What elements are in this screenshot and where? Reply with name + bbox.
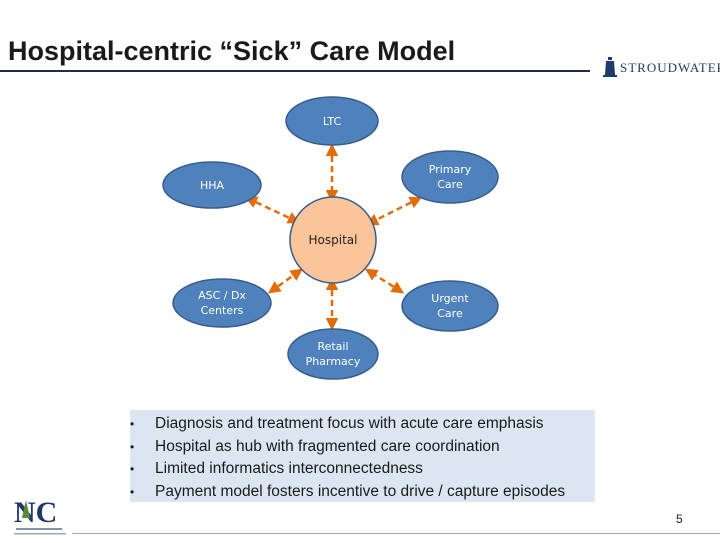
node-retail-pharmacy (287, 328, 379, 380)
node-label-primary-care: Primary Care (428, 163, 472, 191)
node-hha (162, 161, 262, 209)
arrow-hospital-asc (267, 268, 304, 294)
bullet-dot: • (130, 484, 135, 499)
bullet-dot: • (130, 417, 135, 431)
key-points-list: • Diagnosis and treatment focus with acu… (130, 410, 595, 503)
nc-organization-logo: NC (12, 492, 72, 538)
key-points-box: • Diagnosis and treatment focus with acu… (130, 410, 595, 502)
node-label-hospital: Hospital (308, 232, 358, 247)
arrow-hospital-primary-care (365, 196, 423, 226)
bullet-text: Payment model fosters incentive to drive… (155, 482, 566, 500)
bullet-text: Limited informatics interconnectedness (155, 460, 423, 477)
node-label-asc: ASC / Dx Centers (198, 289, 246, 317)
list-item: • Payment model fosters incentive to dri… (130, 481, 595, 504)
bullet-text: Diagnosis and treatment focus with acute… (155, 415, 544, 432)
footer-divider (72, 533, 720, 534)
list-item: • Hospital as hub with fragmented care c… (130, 436, 595, 459)
logo-wordmark: STROUDWATER (620, 60, 720, 75)
node-primary-care (401, 150, 499, 204)
node-asc (172, 278, 272, 328)
node-label-ltc: LTC (322, 114, 342, 128)
list-item: • Diagnosis and treatment focus with acu… (130, 413, 595, 436)
svg-text:NC: NC (14, 496, 57, 529)
slide-title: Hospital-centric “Sick” Care Model (8, 36, 456, 66)
stroudwater-logo: STROUDWATER (600, 56, 720, 80)
node-label-retail-pharmacy: Retail Pharmacy (305, 340, 361, 368)
bullet-text: Hospital as hub with fragmented care coo… (155, 437, 500, 455)
arrow-hospital-hha (244, 196, 301, 224)
node-ltc (285, 96, 379, 146)
lighthouse-icon (603, 57, 617, 77)
title-divider (0, 70, 590, 72)
node-label-urgent-care: Urgent Care (431, 292, 469, 320)
list-item: • Limited informatics interconnectedness (130, 458, 595, 481)
page-number: 5 (676, 512, 683, 526)
node-label-hha: HHA (199, 178, 225, 192)
arrow-hospital-urgent-care (364, 268, 405, 294)
node-urgent-care (401, 280, 499, 332)
node-hospital (289, 196, 377, 284)
bullet-dot: • (130, 439, 135, 454)
bullet-dot: • (130, 462, 135, 476)
